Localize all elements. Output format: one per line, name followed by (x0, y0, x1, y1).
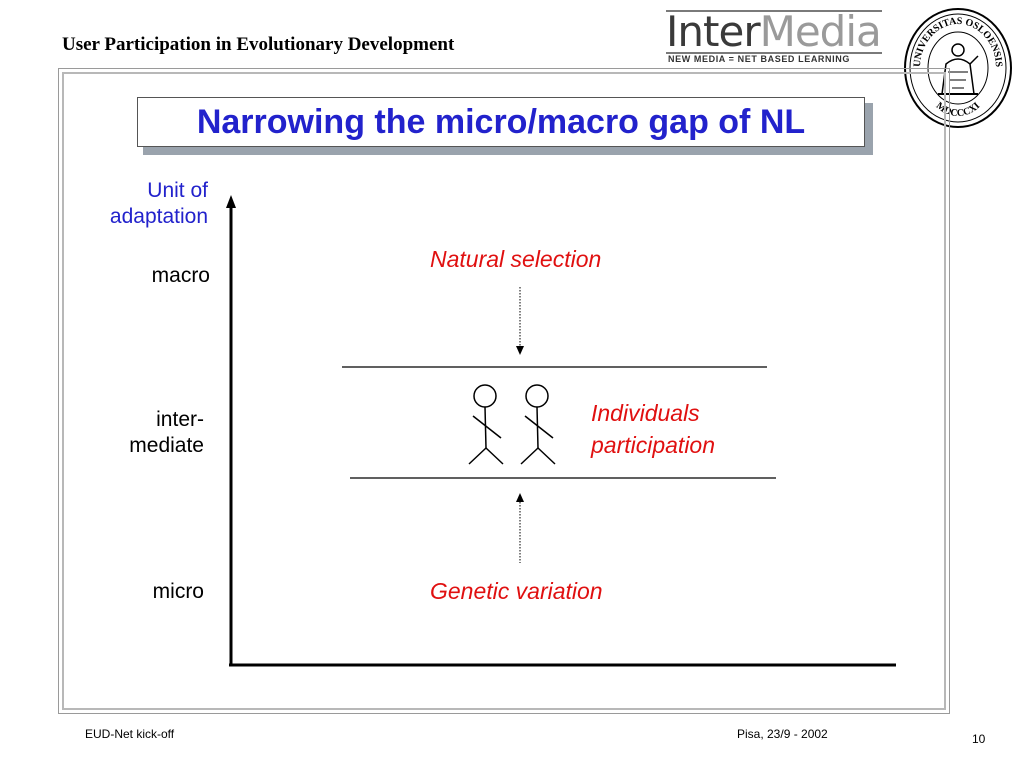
y-axis-title-line1: Unit of (147, 179, 208, 202)
logo-rule-top (666, 10, 882, 12)
presentation-title: User Participation in Evolutionary Devel… (62, 34, 455, 55)
level-label-intermediate-line2: mediate (129, 434, 204, 457)
variation-arrowhead (516, 493, 524, 502)
label-genetic-variation: Genetic variation (430, 578, 603, 604)
footer-place-date: Pisa, 23/9 - 2002 (737, 727, 828, 741)
y-axis-title-line2: adaptation (109, 205, 208, 228)
university-seal-icon: UNIVERSITAS OSLOENSIS MDCCCXI (904, 8, 1012, 128)
slide-title-box: Narrowing the micro/macro gap of NL (137, 97, 865, 147)
y-axis-arrowhead (226, 195, 236, 208)
footer-event: EUD-Net kick-off (85, 727, 175, 741)
label-individuals-line1: Individuals (591, 400, 700, 426)
logo-rule-bottom (666, 52, 882, 54)
logo-word-media: Media (759, 7, 882, 56)
y-axis-title: Unit of adaptation (70, 178, 208, 230)
level-label-intermediate: inter- mediate (70, 407, 204, 459)
person-icon (520, 384, 556, 465)
selection-arrowhead (516, 346, 524, 355)
content-frame-inner (62, 72, 946, 710)
label-individuals-participation: Individuals participation (591, 397, 715, 461)
person-icon (468, 384, 504, 465)
footer-page-number: 10 (972, 732, 986, 746)
intermedia-logo: InterMedia NEW MEDIA = NET BASED LEARNIN… (662, 7, 884, 68)
label-individuals-line2: participation (591, 432, 716, 458)
level-label-intermediate-line1: inter- (156, 408, 204, 431)
slide-title: Narrowing the micro/macro gap of NL (196, 102, 806, 141)
logo-wordmark: InterMedia (666, 6, 882, 58)
level-label-micro: micro (152, 580, 204, 603)
level-label-macro: macro (151, 264, 210, 287)
content-frame-outer (58, 68, 950, 714)
label-natural-selection: Natural selection (430, 246, 602, 272)
logo-word-inter: Inter (666, 7, 761, 56)
logo-tagline: NEW MEDIA = NET BASED LEARNING (668, 54, 850, 64)
